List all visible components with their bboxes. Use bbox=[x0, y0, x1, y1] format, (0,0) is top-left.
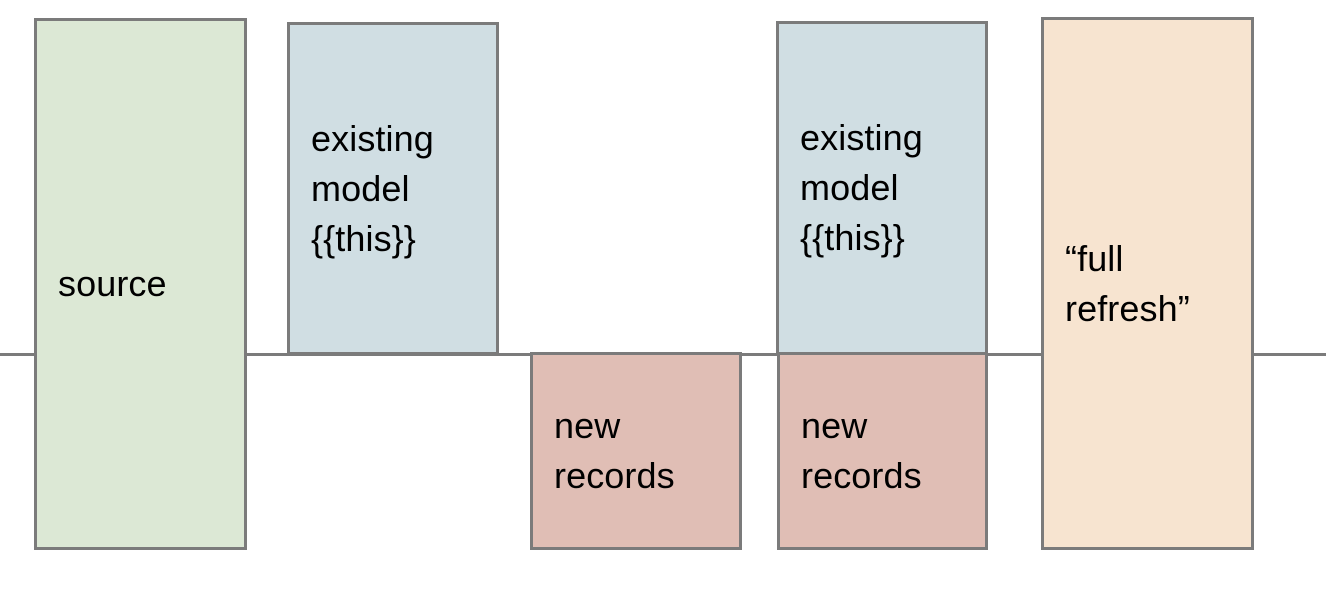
node-source[interactable]: source bbox=[34, 18, 247, 550]
node-new-records-2[interactable]: new records bbox=[777, 352, 988, 550]
node-full-refresh-line-1: “full bbox=[1065, 237, 1124, 279]
node-new-records-1[interactable]: new records bbox=[530, 352, 742, 550]
node-source-line-1: source bbox=[58, 263, 167, 304]
node-full-refresh[interactable]: “full refresh” bbox=[1041, 17, 1254, 550]
node-existing-model-1-line-1: existing bbox=[311, 117, 434, 159]
node-new-records-1-line-2: records bbox=[554, 455, 675, 496]
node-new-records-1-line-1: new bbox=[554, 405, 621, 446]
node-existing-model-2-line-3: {{this}} bbox=[800, 217, 905, 258]
node-existing-model-1-line-3: {{this}} bbox=[311, 217, 416, 259]
node-existing-model-2[interactable]: existing model {{this}} bbox=[776, 21, 988, 355]
node-existing-model-2-line-2: model bbox=[800, 167, 899, 208]
node-full-refresh-line-2: refresh” bbox=[1065, 287, 1190, 329]
node-new-records-2-line-2: records bbox=[801, 455, 922, 496]
node-existing-model-1[interactable]: existing model {{this}} bbox=[287, 22, 499, 355]
node-existing-model-2-line-1: existing bbox=[800, 117, 923, 158]
node-existing-model-1-line-2: model bbox=[311, 167, 410, 209]
node-new-records-2-line-1: new bbox=[801, 405, 868, 446]
